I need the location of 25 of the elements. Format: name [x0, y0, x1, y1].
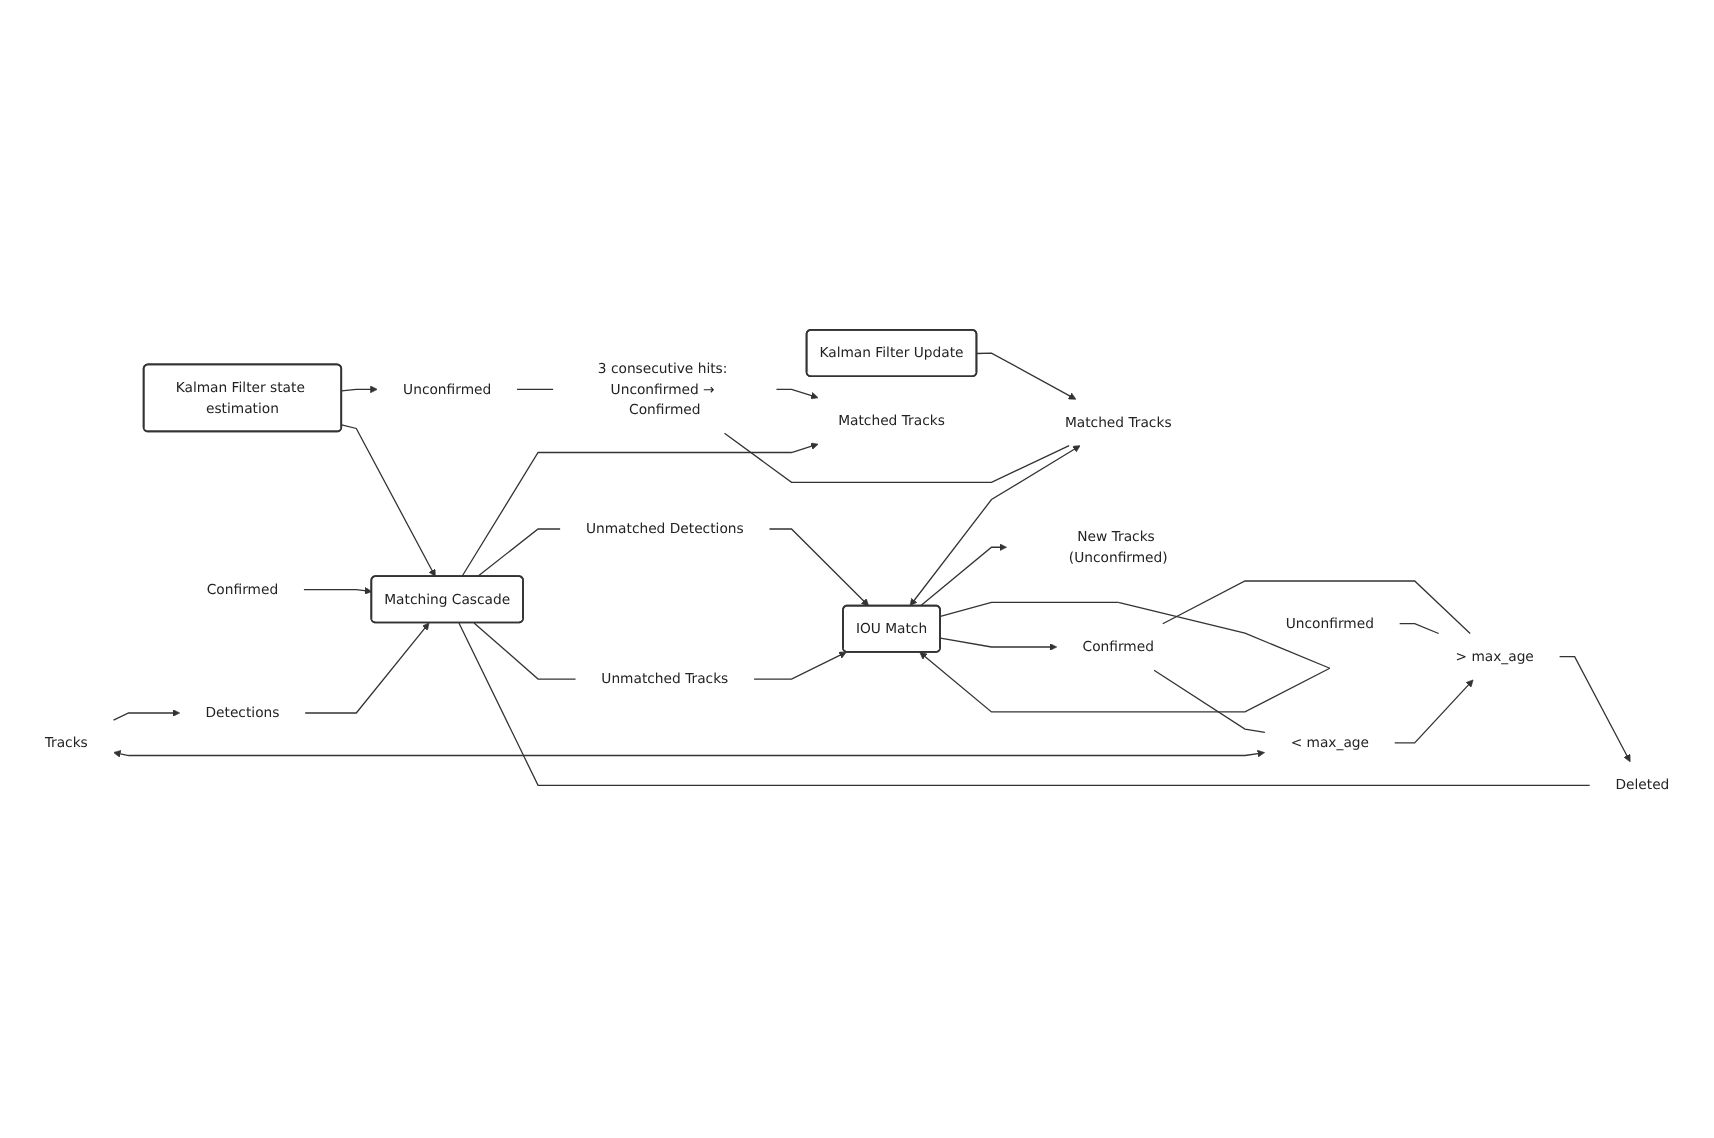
arrow — [461, 442, 819, 578]
arrow — [753, 651, 847, 680]
arrow — [775, 388, 819, 400]
connector — [1399, 622, 1440, 635]
connector — [1162, 580, 1471, 635]
arrow — [341, 385, 378, 394]
arrow — [768, 528, 870, 607]
arrow — [341, 424, 436, 577]
connector — [516, 388, 554, 390]
arrow — [939, 637, 1058, 651]
connector — [1153, 669, 1266, 733]
arrow — [909, 445, 1081, 607]
arrow — [112, 709, 181, 721]
connector — [473, 622, 577, 680]
connector — [476, 528, 561, 578]
arrow — [1394, 679, 1474, 744]
arrow — [1558, 656, 1631, 763]
arrow — [919, 601, 1331, 713]
connector — [723, 432, 1070, 483]
arrow — [303, 587, 373, 595]
arrow — [113, 749, 1265, 758]
arrow — [304, 622, 430, 714]
arrow — [919, 543, 1007, 607]
arrow — [976, 352, 1077, 400]
connector — [458, 622, 1591, 786]
